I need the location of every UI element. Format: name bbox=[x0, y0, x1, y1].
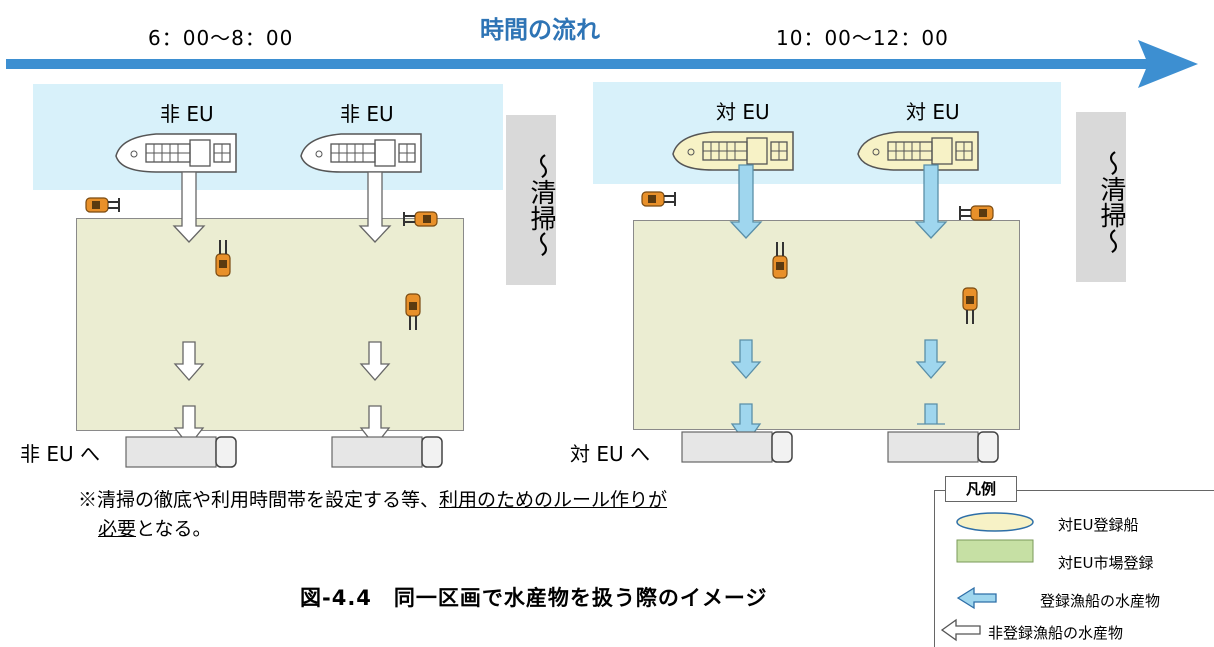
time-label-left: 6：00～8：00 bbox=[148, 26, 294, 50]
water-right bbox=[593, 82, 1061, 184]
forklift-left-floor-2 bbox=[405, 293, 421, 331]
note-underlined-2: 必要 bbox=[98, 518, 137, 540]
boat-label-left-1: 非 EU bbox=[160, 102, 214, 126]
forklift-left-dock-2 bbox=[402, 211, 438, 227]
note-suffix: となる。 bbox=[136, 518, 212, 540]
time-flow-arrow bbox=[6, 40, 1198, 88]
legend-registered-arrow-icon bbox=[956, 586, 997, 610]
market-floor-left bbox=[76, 218, 464, 431]
legend-box bbox=[934, 490, 1214, 647]
legend-item-eu-market: 対EU市場登録 bbox=[1058, 554, 1154, 572]
blue-arrows-right bbox=[729, 164, 948, 446]
legend-unregistered-arrow-icon bbox=[940, 618, 981, 642]
water-left bbox=[33, 84, 503, 190]
legend-item-registered-catch: 登録漁船の水産物 bbox=[1040, 592, 1161, 610]
boat-label-right-2: 対 EU bbox=[906, 100, 960, 124]
boat-left-2 bbox=[300, 133, 422, 173]
boat-label-right-1: 対 EU bbox=[716, 100, 770, 124]
cleaning-label-right: ～清掃～ bbox=[1076, 112, 1126, 282]
legend-eu-boat-icon bbox=[956, 512, 1034, 532]
legend-title: 凡例 bbox=[945, 476, 1017, 502]
truck-right-2 bbox=[887, 431, 999, 463]
figure-caption: 図-4.4 同一区画で水産物を扱う際のイメージ bbox=[300, 586, 768, 610]
boat-right-2 bbox=[857, 131, 979, 171]
truck-left-2 bbox=[331, 436, 443, 468]
forklift-left-floor-1 bbox=[215, 239, 231, 277]
legend-item-eu-boat: 対EU登録船 bbox=[1058, 516, 1139, 534]
boat-right-1 bbox=[672, 131, 794, 171]
forklift-right-dock-1 bbox=[641, 191, 677, 207]
forklift-right-floor-1 bbox=[772, 241, 788, 279]
truck-left-1 bbox=[125, 436, 237, 468]
white-arrows-left bbox=[172, 171, 392, 448]
truck-right-1 bbox=[681, 431, 793, 463]
time-label-right: 10：00～12：00 bbox=[776, 26, 949, 50]
boat-label-left-2: 非 EU bbox=[340, 102, 394, 126]
legend-item-unregistered-catch: 非登録漁船の水産物 bbox=[988, 624, 1124, 642]
boat-left-1 bbox=[115, 133, 237, 173]
market-floor-right bbox=[633, 220, 1020, 430]
forklift-right-dock-2 bbox=[958, 205, 994, 221]
cleaning-label-left: ～清掃～ bbox=[506, 115, 556, 285]
forklift-right-floor-2 bbox=[962, 287, 978, 325]
legend-eu-market-icon bbox=[956, 539, 1034, 563]
dest-label-right: 対 EU へ bbox=[570, 442, 650, 466]
flow-title: 時間の流れ bbox=[480, 16, 600, 44]
note-text: ※清掃の徹底や利用時間帯を設定する等、利用のためのルール作りが 必要となる。 bbox=[78, 486, 838, 544]
dest-label-left: 非 EU へ bbox=[20, 442, 100, 466]
forklift-left-dock-1 bbox=[85, 197, 121, 213]
note-prefix: ※清掃の徹底や利用時間帯を設定する等、 bbox=[78, 489, 440, 511]
note-underlined-1: 利用のためのルール作りが bbox=[439, 489, 668, 511]
